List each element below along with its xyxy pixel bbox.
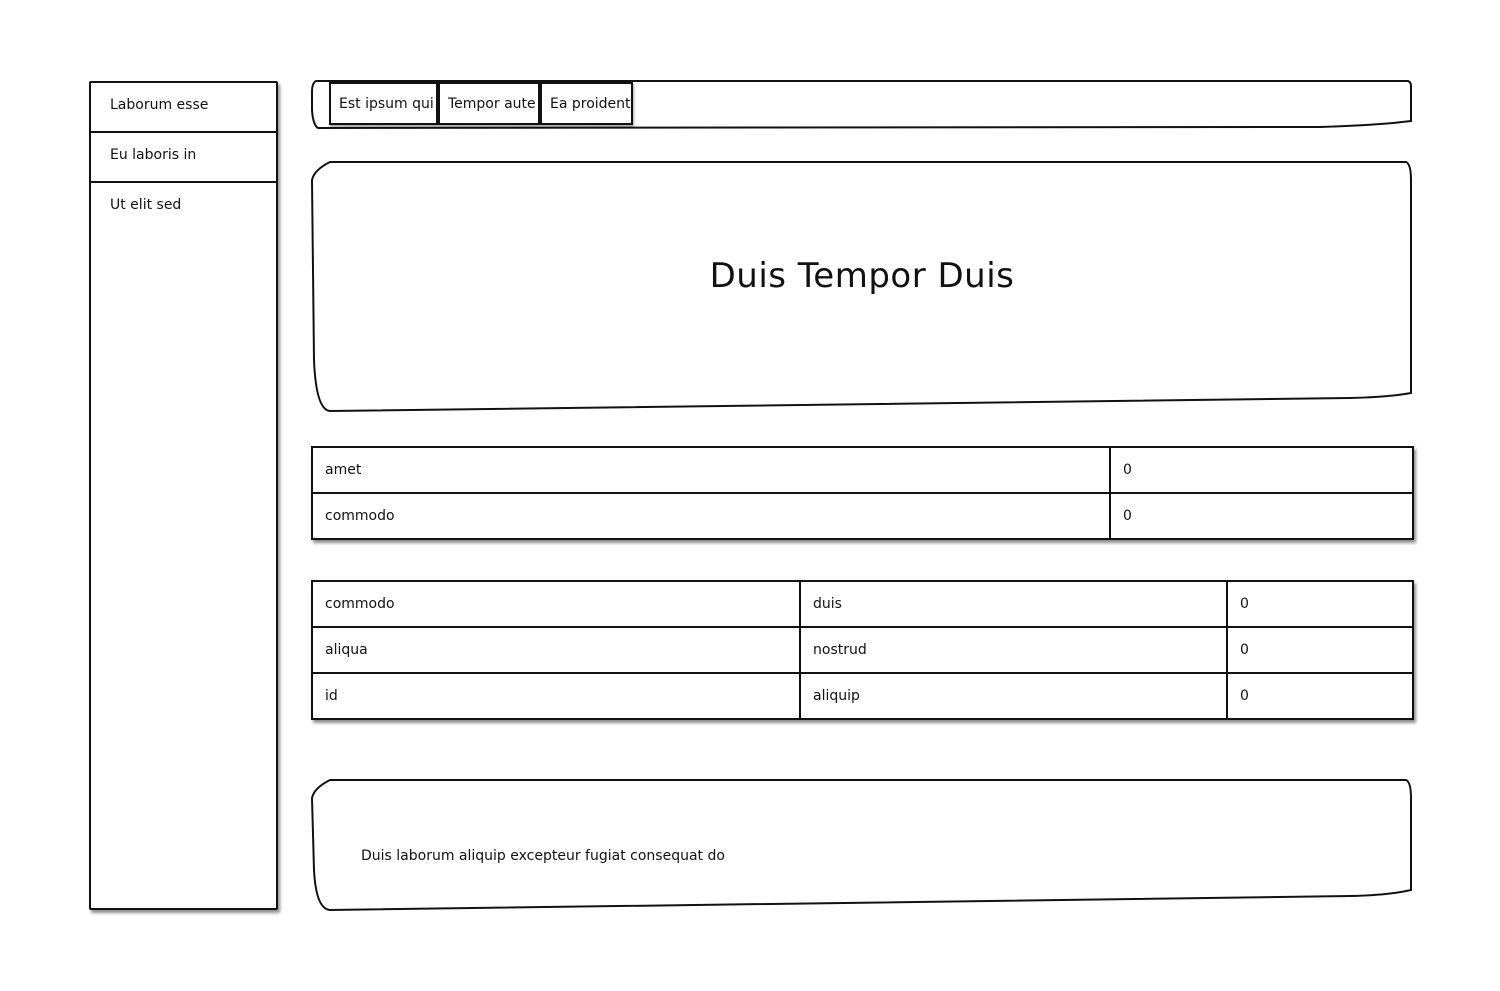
data-table-2: commodo duis 0 aliqua nostrud 0 id aliqu… bbox=[311, 580, 1414, 720]
table-cell: commodo bbox=[311, 492, 1111, 540]
table-cell: duis bbox=[799, 580, 1228, 628]
table-cell: 0 bbox=[1109, 446, 1414, 494]
table-cell: aliqua bbox=[311, 626, 801, 674]
table-row: commodo duis 0 bbox=[311, 580, 1414, 628]
footer-outline bbox=[310, 779, 1412, 912]
table-cell: aliquip bbox=[799, 672, 1228, 720]
table-cell: amet bbox=[311, 446, 1111, 494]
sidebar-item-eu-laboris-in[interactable]: Eu laboris in bbox=[91, 133, 276, 183]
table-cell: nostrud bbox=[799, 626, 1228, 674]
table-row: id aliquip 0 bbox=[311, 672, 1414, 720]
table-cell: id bbox=[311, 672, 801, 720]
table-cell: 0 bbox=[1226, 672, 1414, 720]
tab-bar: Est ipsum qui Tempor aute Ea proident bbox=[329, 82, 633, 125]
hero-title: Duis Tempor Duis bbox=[709, 256, 1015, 296]
table-cell: 0 bbox=[1226, 626, 1414, 674]
sidebar-item-ut-elit-sed[interactable]: Ut elit sed bbox=[110, 197, 182, 213]
table-row: commodo 0 bbox=[311, 492, 1414, 540]
table-cell: commodo bbox=[311, 580, 801, 628]
table-row: amet 0 bbox=[311, 446, 1414, 494]
table-cell: 0 bbox=[1109, 492, 1414, 540]
table-cell: 0 bbox=[1226, 580, 1414, 628]
sidebar: Laborum esse Eu laboris in Ut elit sed bbox=[89, 81, 278, 910]
sidebar-item-laborum-esse[interactable]: Laborum esse bbox=[91, 83, 276, 133]
table-row: aliqua nostrud 0 bbox=[311, 626, 1414, 674]
tab-tempor-aute[interactable]: Tempor aute bbox=[438, 82, 540, 125]
footer-text: Duis laborum aliquip excepteur fugiat co… bbox=[361, 848, 725, 864]
tab-ea-proident[interactable]: Ea proident bbox=[540, 82, 633, 125]
tab-est-ipsum-qui[interactable]: Est ipsum qui bbox=[329, 82, 438, 125]
data-table-1: amet 0 commodo 0 bbox=[311, 446, 1414, 540]
